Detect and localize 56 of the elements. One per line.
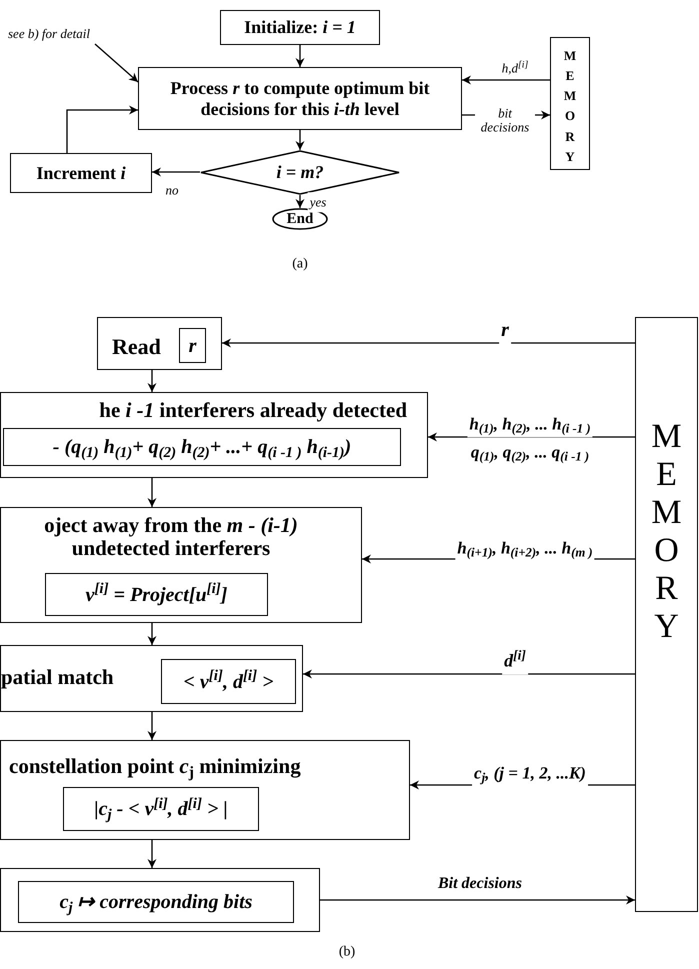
box-text: oject away from the m - (i-1) undetected interferers	[43, 514, 299, 560]
formula-box	[179, 328, 206, 363]
memory-label: MEMORY	[650, 418, 683, 646]
process-box	[220, 10, 380, 45]
arrow	[66, 106, 138, 153]
process-box	[0, 392, 428, 478]
arrow	[94, 44, 138, 82]
memory-box	[550, 37, 590, 170]
formula-box	[18, 881, 294, 923]
formula-text: r	[188, 334, 196, 358]
arrow	[462, 76, 550, 84]
process-box	[0, 740, 410, 840]
formula-text: v$^{[i]}$ = Project[u$^{[i]}$]	[86, 580, 228, 608]
process-box	[0, 868, 320, 932]
box-text: Initialize: i = 1	[244, 16, 356, 39]
formula-text: - (q$_{(1)}$ h$_{(1)}$+ q$_{(2)}$ h$_{(2)}$+ ...+ q$_{(i -1 )}$ h$_{(i-1)}$)	[52, 435, 352, 462]
terminal-ellipse	[272, 208, 328, 230]
arrow	[303, 670, 635, 678]
formula-box	[63, 787, 259, 831]
box-text: Process r to compute optimum bit decisions for this i-th level	[169, 78, 431, 120]
process-box	[138, 67, 462, 130]
box-text: End	[286, 210, 314, 229]
process-box	[0, 645, 303, 712]
formula-box	[3, 428, 401, 466]
arrow	[222, 338, 635, 348]
arrow	[152, 168, 200, 176]
arrow	[148, 370, 156, 392]
arrow	[148, 478, 156, 507]
formula-box	[161, 659, 296, 704]
arrow	[148, 840, 156, 868]
box-text: i = m?	[276, 161, 324, 184]
box-text: Read	[112, 333, 161, 361]
edge-label: bit decisions	[475, 106, 535, 134]
decision-diamond	[200, 150, 400, 195]
arrow	[148, 712, 156, 740]
formula-text: < v$^{[i]}$, d$^{[i]}$ >	[183, 667, 274, 694]
formula-text: |c$_{j}$ - < v$^{[i]}$, d$^{[i]}$ > |	[94, 794, 228, 824]
edge-label: yes	[308, 192, 328, 212]
arrow	[296, 130, 304, 150]
memory-box	[635, 317, 698, 912]
process-box	[0, 507, 362, 623]
note-text: see b) for detail	[8, 24, 138, 44]
arrow	[148, 623, 156, 645]
arrow	[296, 45, 304, 67]
arrow	[320, 896, 635, 904]
process-box	[10, 153, 152, 193]
arrow	[296, 195, 304, 208]
box-text: patial match	[1, 664, 114, 691]
box-text: he i -1 interferers already detected	[98, 397, 408, 424]
box-text: constellation point c$_{j}$ minimizing	[9, 753, 301, 782]
memory-label: MEMORY	[564, 47, 576, 166]
edge-label: d$^{[i]}$	[502, 648, 528, 674]
process-box	[97, 317, 222, 370]
formula-box	[45, 573, 268, 616]
formula-text: c$_{j}$ ↦ corresponding bits	[60, 890, 252, 917]
box-text: Increment i	[36, 162, 126, 184]
